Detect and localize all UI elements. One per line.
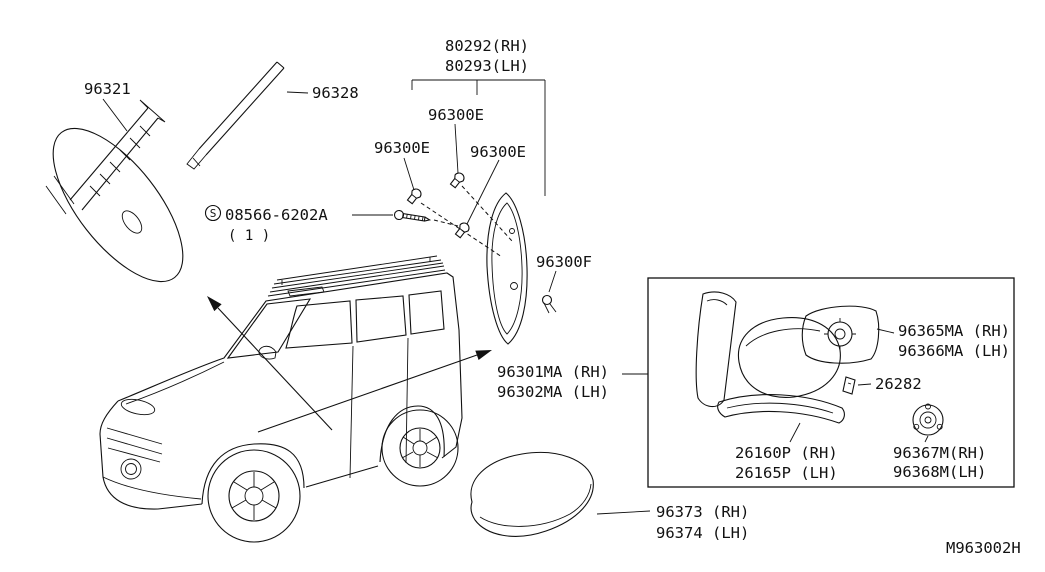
bracket-80292 [411,79,546,196]
label-26165p: 26165P (LH) [735,464,838,482]
grommet-pin-3 [454,222,470,239]
label-96300e-left: 96300E [374,139,430,157]
leader-96373 [596,510,651,515]
label-80293: 80293(LH) [445,57,529,75]
mirror-housing-drawing [737,317,841,398]
label-screw-qty: ( 1 ) [228,228,270,244]
vehicle-drawing [99,255,463,543]
label-96368m: 96368M(LH) [893,463,986,481]
dash-line-1 [420,202,503,258]
label-96367m: 96367M(RH) [893,444,986,462]
label-26160p: 26160P (RH) [735,444,838,462]
screw-symbol-circle [204,204,222,222]
label-96300f: 96300F [536,253,592,271]
actuator-drawing [912,403,944,436]
leader-96300e-left [403,157,415,191]
bracket-strip-drawing [186,61,285,170]
mirror-assembly-box [647,277,1015,488]
label-screw-symbol: S [210,207,217,220]
leader-26282 [857,383,872,386]
grommet-96300f-drawing [541,294,557,314]
turn-signal-lamp-drawing [717,394,845,424]
mirror-glass-drawing [801,305,880,364]
interior-mirror-drawing [45,99,184,283]
leader-96300e-top [454,123,459,174]
arrow-to-door-mirror [257,350,492,433]
label-96373: 96373 (RH) [656,503,749,521]
sail-panel-drawing [695,291,737,408]
label-96328: 96328 [312,84,359,102]
label-96365ma: 96365MA (RH) [898,322,1010,340]
label-96300e-right: 96300E [470,143,526,161]
dash-line-2 [461,185,513,242]
mirror-cover-drawing [470,451,594,537]
label-96301ma: 96301MA (RH) [497,363,609,381]
label-80292: 80292(RH) [445,37,529,55]
screw-drawing [393,209,432,222]
grommet-pin-2 [449,172,465,189]
arrow-to-interior-mirror [207,296,333,431]
grommet-pin-1 [406,188,422,205]
label-96366ma: 96366MA (LH) [898,342,1010,360]
label-screw-number: 08566-6202A [225,206,328,224]
dash-line-3 [433,219,459,227]
label-26282: 26282 [875,375,922,393]
leader-96300f [548,270,557,293]
gasket-drawing [486,192,528,345]
leader-96365ma [876,328,895,334]
diagram-code: M963002H [946,539,1021,557]
label-96321: 96321 [84,80,131,98]
bulb-26282-drawing [842,376,856,395]
label-96374: 96374 (LH) [656,524,749,542]
leader-26160p [789,422,801,443]
leader-96321 [102,98,128,132]
label-96300e-top: 96300E [428,106,484,124]
label-96302ma: 96302MA (LH) [497,383,609,401]
leader-96300e-right [466,159,500,225]
leader-96328 [286,91,309,94]
leader-96367m [924,435,929,443]
